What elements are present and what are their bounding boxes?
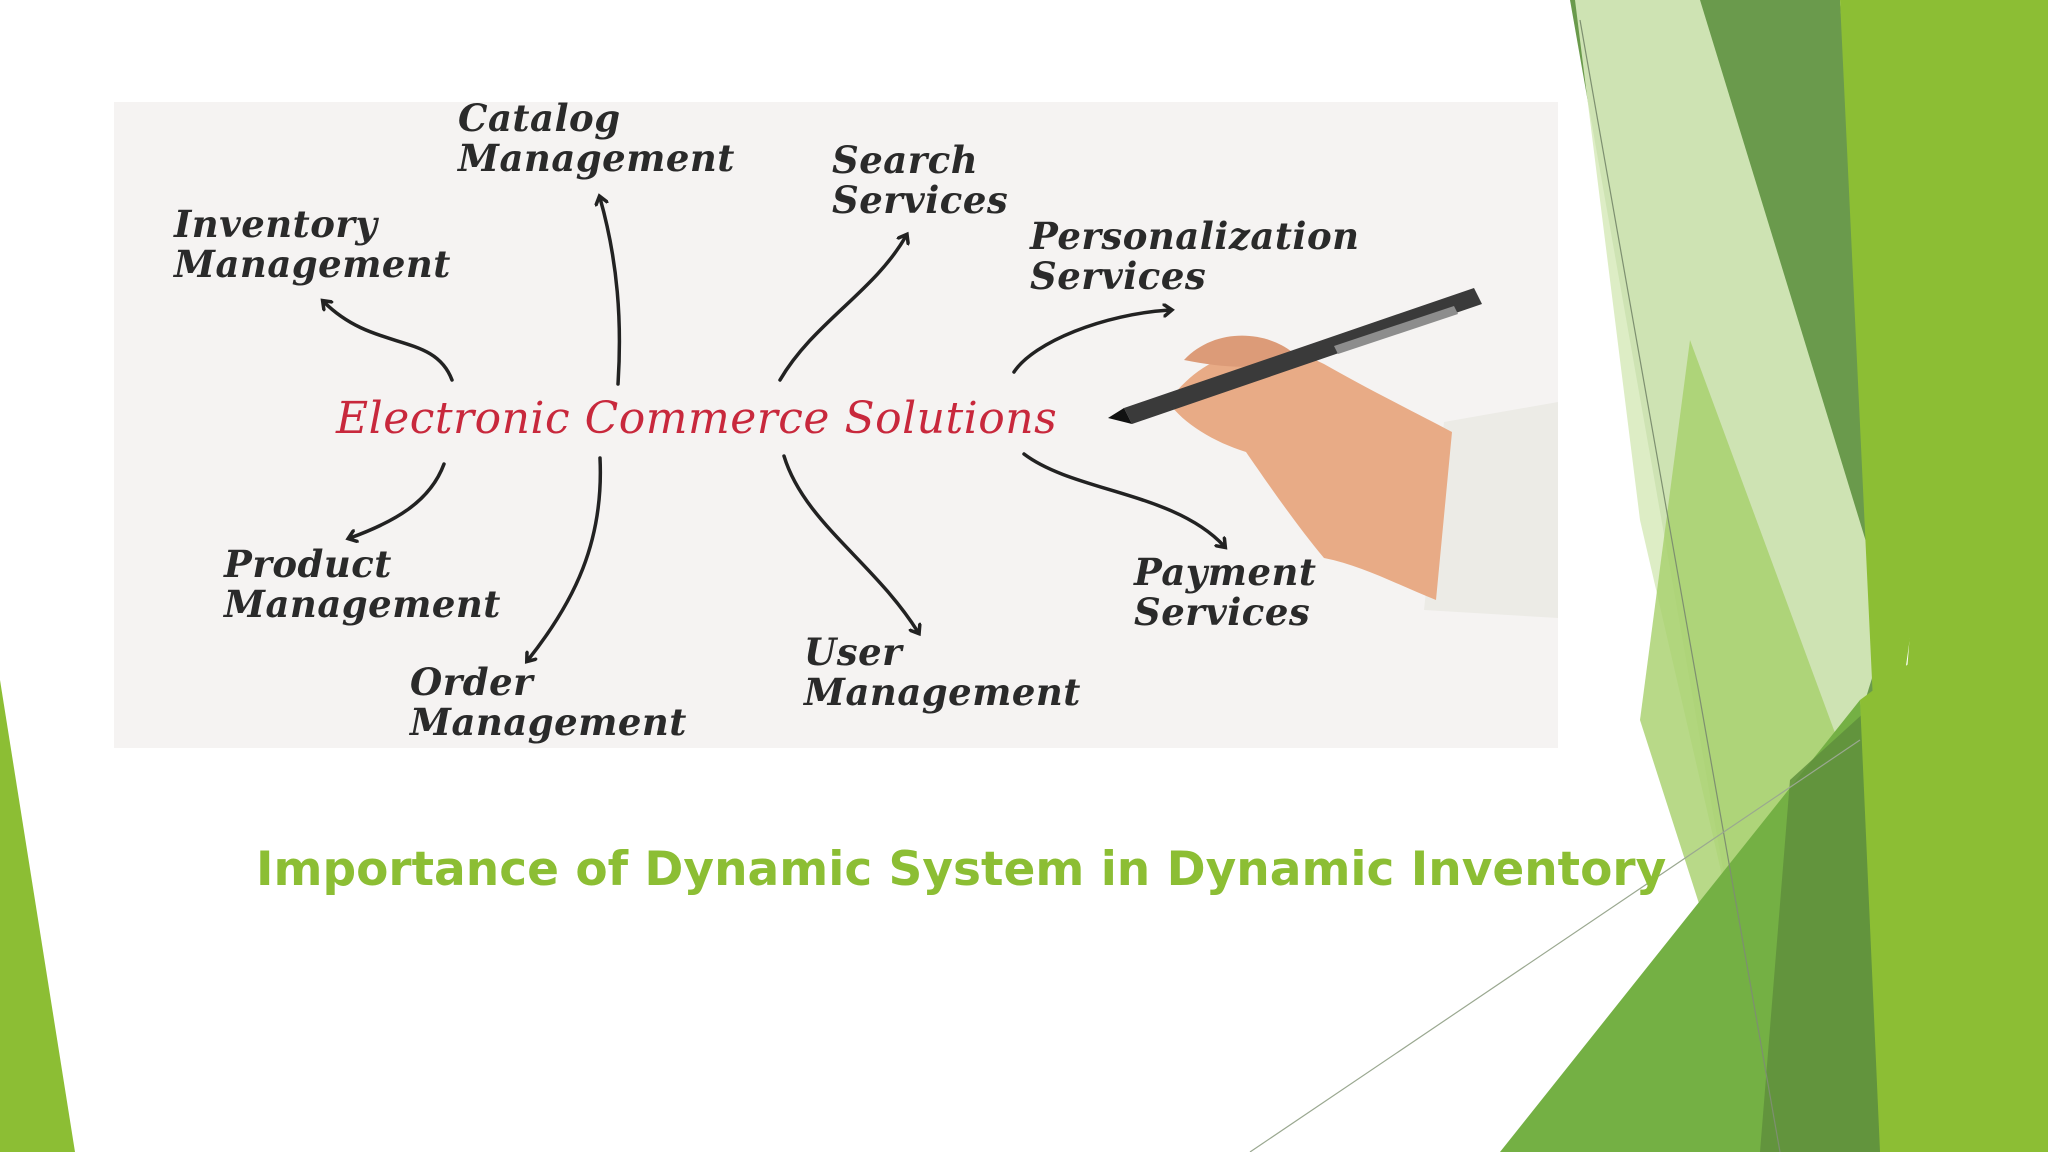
arrow-to-user xyxy=(782,454,918,632)
arrow-to-product xyxy=(350,462,446,538)
thin-line-1 xyxy=(1579,19,1781,1152)
arrow-to-search xyxy=(778,236,906,382)
branch-catalog-management: Catalog Management xyxy=(458,102,735,180)
branch-product-management: Product Management xyxy=(224,542,501,626)
left-green-sliver xyxy=(0,680,75,1152)
thin-line-2 xyxy=(1249,739,1861,1152)
arrow-to-inventory xyxy=(324,302,454,382)
hand-with-pen xyxy=(1108,288,1558,618)
pen-clip xyxy=(1334,306,1458,354)
facet-bottom-right xyxy=(1860,560,2048,1152)
finger xyxy=(1184,335,1292,367)
branch-payment-services: Payment Services xyxy=(1134,550,1317,634)
shirt-sleeve xyxy=(1424,402,1558,618)
ecommerce-diagram-image: Catalog Management Search Services Inven… xyxy=(114,102,1558,748)
pen-body xyxy=(1124,288,1482,424)
diagram-drawing xyxy=(114,102,1558,748)
hand xyxy=(1168,349,1452,600)
branch-inventory-management: Inventory Management xyxy=(174,202,451,286)
branch-search-services: Search Services xyxy=(832,138,1009,222)
arrow-to-payment xyxy=(1022,452,1224,546)
arrow-to-personalization xyxy=(1012,310,1170,374)
arrow-to-catalog xyxy=(600,198,622,386)
arrow-to-order xyxy=(528,456,603,660)
branch-order-management: Order Management xyxy=(410,660,687,744)
center-label: Electronic Commerce Solutions xyxy=(336,393,1058,444)
branch-personalization-services: Personalization Services xyxy=(1030,214,1360,298)
branch-user-management: User Management xyxy=(804,630,1081,714)
slide-caption: Importance of Dynamic System in Dynamic … xyxy=(256,842,1667,897)
pen-tip xyxy=(1108,408,1132,424)
